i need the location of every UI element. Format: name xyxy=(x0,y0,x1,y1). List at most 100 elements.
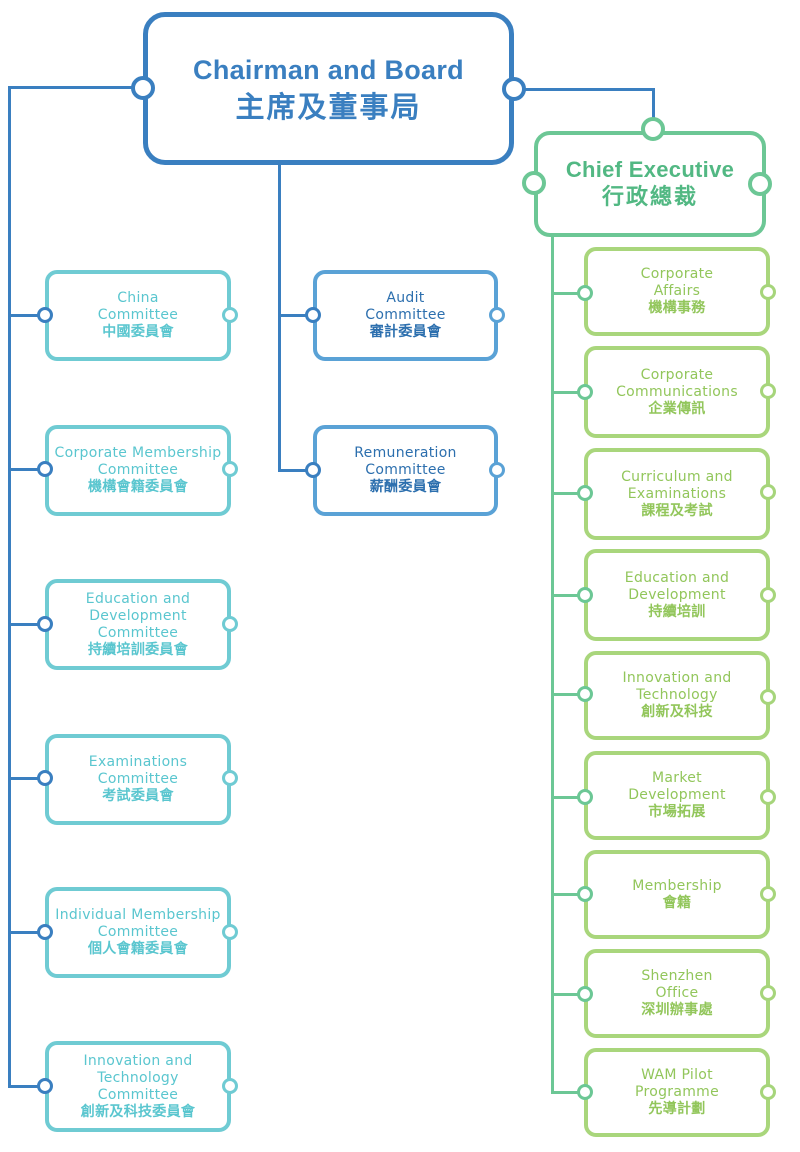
connector-right-spine xyxy=(551,236,554,1094)
department-box-wam-pilot-programme: WAM Pilot Programme 先導計劃 xyxy=(584,1048,770,1137)
department-name-en: WAM Pilot Programme xyxy=(634,1067,720,1100)
department-name-zh: 企業傳訊 xyxy=(648,400,706,417)
committee-name-zh: 中國委員會 xyxy=(102,324,174,340)
department-name-en: Curriculum and Examinations xyxy=(621,468,733,502)
connector-left-spine xyxy=(8,86,11,1088)
committee-box-examinations: Examinations Committee 考試委員會 xyxy=(45,734,231,825)
committee-name-zh: 機構會籍委員會 xyxy=(87,479,189,495)
connector-node xyxy=(37,1078,53,1094)
department-name-zh: 創新及科技 xyxy=(641,704,713,720)
committee-box-remuneration: Remuneration Committee 薪酬委員會 xyxy=(313,425,498,516)
committee-box-china: China Committee 中國委員會 xyxy=(45,270,231,361)
connector-node xyxy=(577,986,593,1002)
department-box-corporate-affairs: Corporate Affairs 機構事務 xyxy=(584,247,770,336)
connector-node xyxy=(748,172,772,196)
connector-node xyxy=(37,307,53,323)
connector-node xyxy=(577,1084,593,1100)
connector-node xyxy=(37,616,53,632)
department-box-innovation-technology: Innovation and Technology 創新及科技 xyxy=(584,651,770,740)
chief-executive-title-zh: 行政總裁 xyxy=(601,185,698,210)
committee-name-zh: 薪酬委員會 xyxy=(369,479,442,495)
connector-node xyxy=(37,770,53,786)
committee-name-en: Education and Development Committee xyxy=(85,590,191,641)
committee-name-en: Innovation and Technology Committee xyxy=(83,1052,193,1103)
connector-node xyxy=(222,307,238,323)
department-box-shenzhen-office: Shenzhen Office 深圳辦事處 xyxy=(584,949,770,1038)
committee-box-innovation-technology: Innovation and Technology Committee 創新及科… xyxy=(45,1041,231,1132)
department-name-zh: 會籍 xyxy=(662,894,692,911)
connector-node xyxy=(577,886,593,902)
connector-node xyxy=(760,383,776,399)
department-name-zh: 持續培訓 xyxy=(648,603,706,620)
chief-executive-box: Chief Executive 行政總裁 xyxy=(534,131,766,237)
connector-node xyxy=(760,886,776,902)
committee-name-zh: 持續培訓委員會 xyxy=(87,641,189,658)
connector-node xyxy=(222,461,238,477)
connector-node xyxy=(305,462,321,478)
connector-node xyxy=(131,76,155,100)
connector-node xyxy=(641,117,665,141)
connector-node xyxy=(222,770,238,786)
connector-chair-left-horizontal xyxy=(8,86,144,89)
department-name-en: Education and Development xyxy=(624,569,730,603)
department-box-education-development: Education and Development 持續培訓 xyxy=(584,549,770,641)
department-name-en: Innovation and Technology xyxy=(622,670,732,703)
committee-name-zh: 創新及科技委員會 xyxy=(80,1103,196,1120)
connector-node xyxy=(577,587,593,603)
department-name-zh: 課程及考試 xyxy=(641,502,713,519)
connector-node xyxy=(502,77,526,101)
connector-node xyxy=(489,462,505,478)
connector-node xyxy=(760,789,776,805)
connector-node xyxy=(760,1084,776,1100)
department-box-market-development: Market Development 市場拓展 xyxy=(584,751,770,840)
chairman-board-title-en: Chairman and Board xyxy=(193,54,464,85)
department-name-zh: 深圳辦事處 xyxy=(641,1002,713,1018)
department-name-zh: 先導計劃 xyxy=(648,1101,706,1117)
connector-node xyxy=(489,307,505,323)
connector-middle-spine xyxy=(278,165,281,472)
connector-node xyxy=(522,171,546,195)
connector-node xyxy=(577,485,593,501)
connector-node xyxy=(760,484,776,500)
connector-node xyxy=(577,285,593,301)
department-box-corporate-communications: Corporate Communications 企業傳訊 xyxy=(584,346,770,438)
connector-node xyxy=(37,461,53,477)
connector-node xyxy=(577,789,593,805)
committee-name-en: Remuneration Committee xyxy=(354,445,457,478)
department-name-en: Corporate Affairs xyxy=(640,266,714,299)
connector-node xyxy=(37,924,53,940)
connector-node xyxy=(577,686,593,702)
committee-box-corporate-membership: Corporate Membership Committee 機構會籍委員會 xyxy=(45,425,231,516)
chairman-board-box: Chairman and Board 主席及董事局 xyxy=(143,12,514,165)
department-box-curriculum-examinations: Curriculum and Examinations 課程及考試 xyxy=(584,448,770,540)
department-name-zh: 市場拓展 xyxy=(648,804,706,820)
committee-box-education-development: Education and Development Committee 持續培訓… xyxy=(45,579,231,670)
department-name-zh: 機構事務 xyxy=(648,300,706,316)
connector-node xyxy=(305,307,321,323)
connector-node xyxy=(760,689,776,705)
connector-node xyxy=(760,284,776,300)
department-name-en: Membership xyxy=(632,877,722,894)
connector-chair-ceo-horizontal xyxy=(514,88,655,91)
connector-node xyxy=(222,1078,238,1094)
committee-name-zh: 個人會籍委員會 xyxy=(87,941,189,957)
chief-executive-title-en: Chief Executive xyxy=(565,157,735,182)
connector-node xyxy=(760,985,776,1001)
department-box-membership: Membership 會籍 xyxy=(584,850,770,939)
committee-box-audit: Audit Committee 審計委員會 xyxy=(313,270,498,361)
committee-name-zh: 審計委員會 xyxy=(369,324,442,340)
department-name-en: Market Development xyxy=(628,770,726,803)
committee-name-en: China Committee xyxy=(97,290,179,323)
department-name-en: Shenzhen Office xyxy=(641,968,713,1001)
connector-node xyxy=(577,384,593,400)
committee-name-zh: 考試委員會 xyxy=(102,788,174,804)
chairman-board-title-zh: 主席及董事局 xyxy=(235,89,422,124)
department-name-en: Corporate Communications xyxy=(616,366,738,400)
committee-name-en: Examinations Committee xyxy=(88,754,188,787)
committee-name-en: Corporate Membership Committee xyxy=(54,445,222,478)
connector-node xyxy=(222,924,238,940)
committee-box-individual-membership: Individual Membership Committee 個人會籍委員會 xyxy=(45,887,231,978)
committee-name-en: Individual Membership Committee xyxy=(55,907,221,940)
connector-node xyxy=(222,616,238,632)
